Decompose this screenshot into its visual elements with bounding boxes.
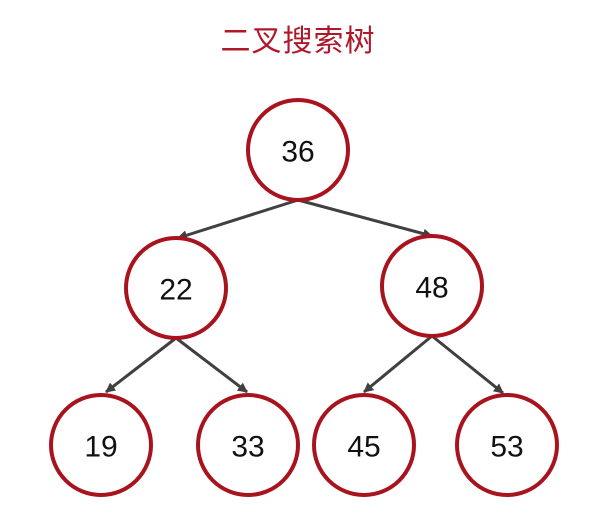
node-label-45: 45: [347, 431, 380, 464]
edge-36-48: [297, 198, 433, 239]
tree-node-36: 36: [246, 98, 350, 202]
edge-48-45: [363, 334, 433, 394]
node-label-19: 19: [84, 431, 117, 464]
tree-node-48: 48: [380, 234, 484, 338]
node-label-22: 22: [159, 274, 192, 307]
tree-node-45: 45: [312, 393, 416, 497]
node-label-48: 48: [415, 272, 448, 305]
tree-node-53: 53: [455, 393, 559, 497]
edge-48-53: [431, 334, 504, 395]
edge-36-22: [177, 198, 299, 241]
edge-22-19: [105, 336, 177, 394]
node-label-36: 36: [281, 136, 314, 169]
diagram-title: 二叉搜索树: [220, 24, 376, 59]
tree-node-19: 19: [49, 393, 153, 497]
tree-node-33: 33: [196, 393, 300, 497]
node-label-33: 33: [231, 431, 264, 464]
node-label-53: 53: [490, 431, 523, 464]
tree-node-22: 22: [124, 236, 228, 340]
edge-22-33: [175, 336, 248, 394]
